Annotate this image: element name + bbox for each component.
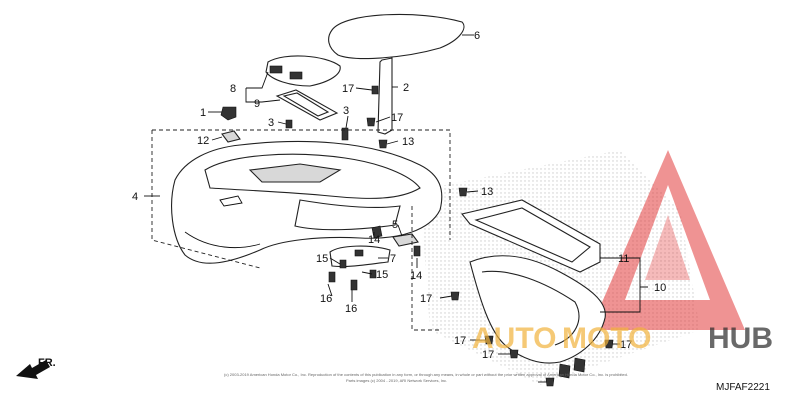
callout-10: 10	[654, 282, 666, 294]
bolt-17a	[371, 85, 379, 95]
callout-17f: 17	[620, 339, 632, 351]
callout-4: 4	[132, 191, 138, 203]
bolt-17f	[604, 339, 614, 349]
callout-3b: 3	[343, 105, 349, 117]
callout-1: 1	[200, 107, 206, 119]
screw-3a	[285, 119, 293, 129]
callout-13b: 13	[481, 186, 493, 198]
callout-17a: 17	[342, 83, 354, 95]
watermark-text-auto: AUTO	[472, 322, 556, 355]
callout-14a: 14	[368, 234, 380, 246]
callout-16a: 16	[320, 293, 332, 305]
clip-14a	[371, 225, 383, 239]
screw-3b	[341, 127, 349, 141]
watermark-text-moto: MOTO	[562, 322, 651, 355]
callout-7: 7	[390, 253, 396, 265]
callout-12: 12	[197, 135, 209, 147]
watermark-triangle-inner	[645, 215, 690, 280]
watermark-logo: AUTO MOTO HUB	[472, 322, 773, 355]
part-pad	[221, 130, 241, 143]
copyright-line-1: (c) 2003-2019 American Honda Motor Co., …	[224, 372, 628, 377]
callouts: 1 2 3 3 4 5 6 7 8 9 10 11 12 13 13 14 14…	[132, 30, 666, 361]
callout-6: 6	[474, 30, 480, 42]
callout-13a: 13	[402, 136, 414, 148]
part-seat-cover	[328, 13, 465, 60]
screw-16a	[328, 271, 336, 283]
callout-3a: 3	[268, 117, 274, 129]
callout-15b: 15	[376, 269, 388, 281]
assembly-outline-10	[411, 206, 440, 331]
callout-5: 5	[392, 219, 398, 231]
watermark-triangle	[590, 150, 745, 330]
bolt-17e	[509, 349, 519, 359]
part-lid-cover	[265, 55, 341, 87]
front-direction-indicator: FR.	[16, 357, 56, 379]
part-stay-bracket	[377, 57, 393, 135]
front-arrow-icon	[16, 360, 50, 379]
copyright-line-2: Parts images (c) 2004 - 2019, ARI Networ…	[346, 378, 447, 383]
bolt-17b	[366, 117, 376, 127]
callout-17d: 17	[454, 335, 466, 347]
part-clip	[220, 106, 237, 121]
watermark-text-hub: HUB	[708, 322, 773, 355]
bolt-17g	[545, 377, 555, 387]
assembly-outline-4	[151, 129, 451, 269]
diagram-code: MJFAF2221	[716, 382, 770, 393]
callout-17e: 17	[482, 349, 494, 361]
bolt-17d	[484, 335, 494, 345]
bolt-17c	[450, 291, 460, 301]
callout-17c: 17	[420, 293, 432, 305]
callout-16b: 16	[345, 303, 357, 315]
clip-14b	[413, 245, 421, 257]
callout-2: 2	[403, 82, 409, 94]
callout-17b: 17	[391, 112, 403, 124]
screw-15b	[369, 269, 377, 279]
callout-14b: 14	[410, 270, 422, 282]
callout-15a: 15	[316, 253, 328, 265]
callout-8: 8	[230, 83, 236, 95]
screw-13a	[378, 139, 388, 149]
callout-11: 11	[618, 253, 629, 265]
screw-13b	[458, 187, 468, 197]
screw-15a	[339, 259, 347, 269]
screw-16b	[350, 279, 358, 291]
callout-9: 9	[254, 98, 260, 110]
leader-lines	[144, 71, 648, 383]
fasteners	[285, 85, 614, 387]
front-label: FR.	[38, 357, 56, 369]
